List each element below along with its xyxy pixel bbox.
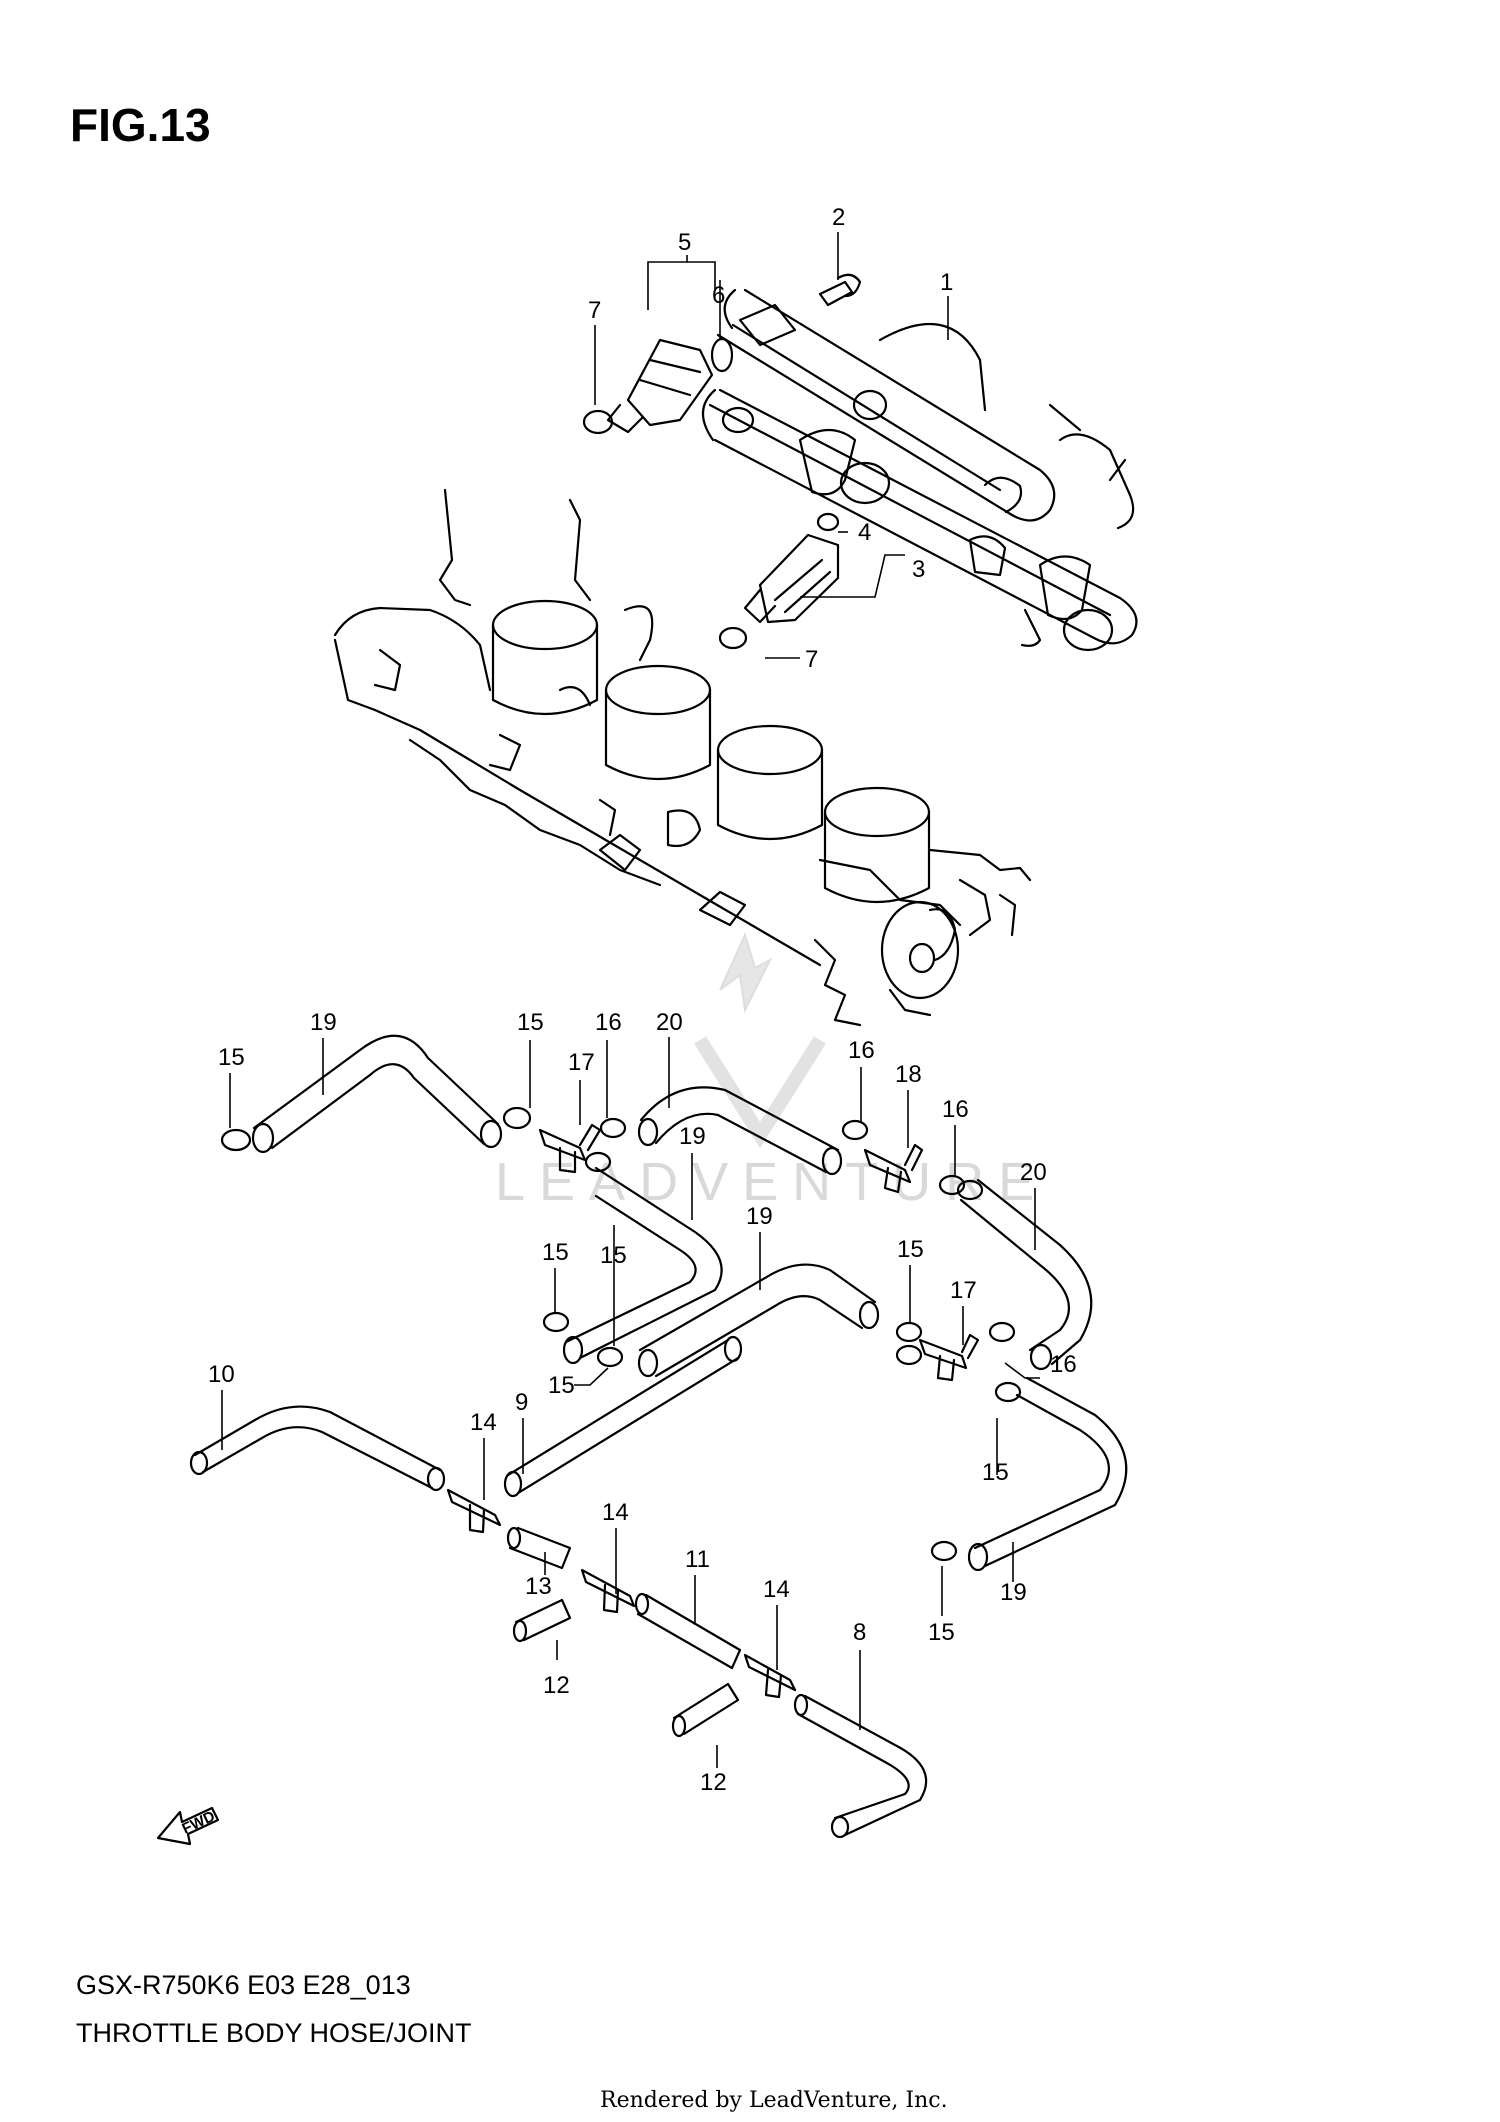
callout-15-c: 15 [542, 1239, 569, 1266]
callout-3: 3 [912, 556, 925, 583]
callout-1: 1 [940, 269, 953, 296]
callout-2: 2 [832, 204, 845, 231]
callout-16-a: 16 [595, 1009, 622, 1036]
hose-19-middle [562, 1166, 723, 1365]
callout-14-left: 14 [470, 1409, 497, 1436]
watermark: LEADVENTURE [495, 932, 1048, 1212]
model-code: GSX-R750K6 E03 E28_013 [76, 1970, 411, 2000]
callout-20-top: 20 [656, 1009, 683, 1036]
callout-10: 10 [208, 1361, 235, 1388]
hose-12-right [671, 1682, 740, 1738]
hose-10 [189, 1405, 446, 1492]
figure-title: FIG.13 [70, 99, 211, 151]
callout-16-c: 16 [942, 1096, 969, 1123]
callout-4: 4 [858, 519, 871, 546]
joint-17-lower [918, 1333, 980, 1382]
callout-5: 5 [678, 229, 691, 256]
hose-20-right [956, 1178, 1093, 1371]
fuel-injector-bottom [718, 512, 840, 650]
callout-6: 6 [712, 282, 725, 309]
callout-15-d: 15 [600, 1242, 627, 1269]
callout-15-b: 15 [517, 1009, 544, 1036]
callout-19-long: 19 [746, 1203, 773, 1230]
callout-12-right: 12 [700, 1769, 727, 1796]
callout-7-bottom: 7 [805, 646, 818, 673]
hose-11 [634, 1592, 742, 1670]
leader-lines [221, 232, 1040, 1768]
diagram-name: THROTTLE BODY HOSE/JOINT [76, 2018, 472, 2048]
fwd-arrow-icon: FWD [156, 1806, 220, 1846]
callout-14-middle: 14 [602, 1499, 629, 1526]
hose-13 [506, 1526, 572, 1570]
callout-13: 13 [525, 1573, 552, 1600]
fuel-injector-top [582, 337, 734, 435]
callout-14-right: 14 [763, 1576, 790, 1603]
hose-19-top-left [251, 1034, 503, 1154]
callout-9: 9 [515, 1389, 528, 1416]
bolt [818, 273, 862, 307]
joint-17-top [538, 1123, 602, 1174]
callout-17-lower: 17 [950, 1277, 977, 1304]
t-joint-14-middle [580, 1568, 636, 1614]
callout-19-top: 19 [310, 1009, 337, 1036]
callout-20-right: 20 [1020, 1159, 1047, 1186]
callout-12-left: 12 [543, 1672, 570, 1699]
callout-15-f: 15 [548, 1372, 575, 1399]
callout-15-e: 15 [897, 1236, 924, 1263]
callout-15-h: 15 [928, 1619, 955, 1646]
callout-16-d: 16 [1050, 1351, 1077, 1378]
throttle-body-assembly [333, 488, 1032, 1027]
joint-18 [863, 1143, 924, 1194]
callout-numbers: 2 1 5 6 7 4 3 7 19 15 15 16 17 20 16 18 … [208, 204, 1077, 1796]
hose-clamps [220, 1106, 1022, 1562]
callout-15-a: 15 [218, 1044, 245, 1071]
hose-20-top [637, 1086, 843, 1176]
hose-8 [793, 1693, 928, 1839]
callout-18: 18 [895, 1061, 922, 1088]
callout-11: 11 [685, 1546, 710, 1573]
callout-17-top: 17 [568, 1049, 595, 1076]
t-joint-14-left [446, 1488, 502, 1534]
hose-9 [503, 1335, 743, 1498]
callout-15-g: 15 [982, 1459, 1009, 1486]
hose-19-lower-right [967, 1376, 1128, 1572]
fuel-delivery-pipe [701, 288, 1138, 652]
fwd-label: FWD [180, 1808, 218, 1838]
callout-7-top: 7 [588, 297, 601, 324]
callout-16-b: 16 [848, 1037, 875, 1064]
callout-19-lower-right: 19 [1000, 1579, 1027, 1606]
rendered-by-footer: Rendered by LeadVenture, Inc. [600, 2088, 948, 2113]
callout-8: 8 [853, 1619, 866, 1646]
hose-12-left [512, 1598, 572, 1643]
callout-19-middle: 19 [679, 1123, 706, 1150]
watermark-text: LEADVENTURE [495, 1152, 1048, 1212]
t-joint-14-right [743, 1653, 797, 1699]
hose-19-long [637, 1263, 880, 1378]
